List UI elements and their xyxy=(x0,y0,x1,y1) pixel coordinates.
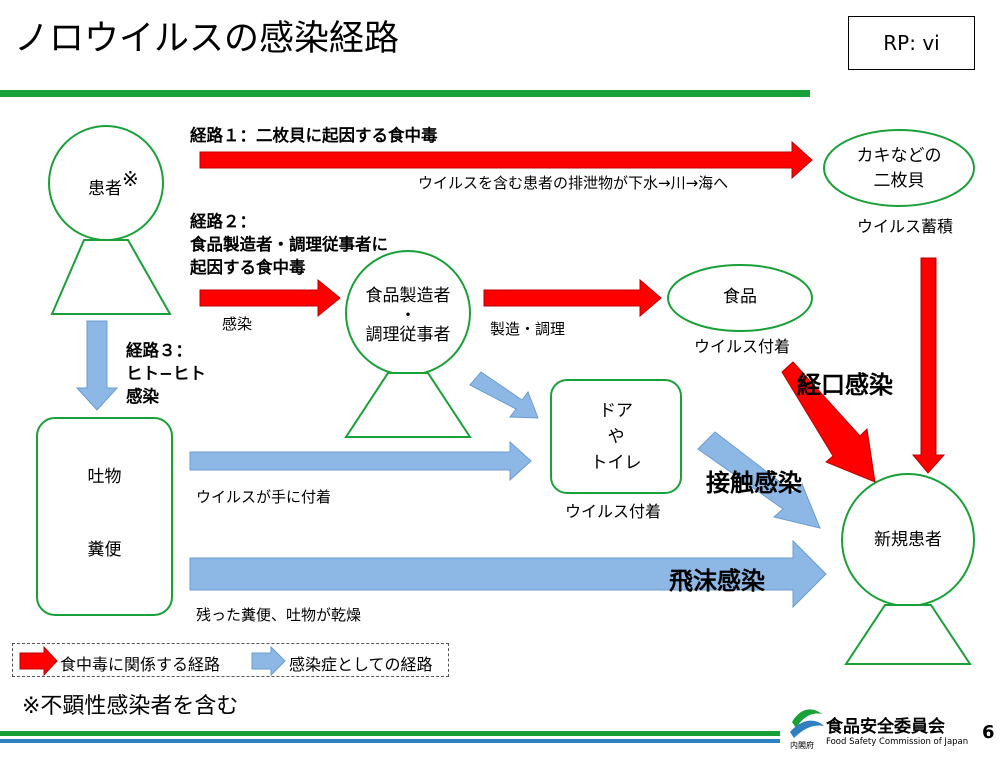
route2-line2: 食品製造者・調理従事者に xyxy=(190,235,388,254)
vomit-to-door-arrow xyxy=(189,440,532,482)
door-line1: ドア xyxy=(599,401,633,421)
door-label: ドア や トイレ xyxy=(551,398,681,476)
door-toilet-node xyxy=(550,379,682,494)
oyster-line1: カキなどの xyxy=(856,146,942,166)
patient-mark: ※ xyxy=(122,167,139,191)
worker-label: 食品製造者 ・ 調理従事者 xyxy=(346,284,470,348)
contact-infection-arrow xyxy=(697,431,821,529)
footer-blue-bar xyxy=(0,739,780,743)
food-node xyxy=(667,264,813,332)
patient-text: 患者 xyxy=(88,179,122,199)
vomit-feces-node xyxy=(36,417,173,616)
legend-blue-arrow-icon xyxy=(251,645,286,677)
fsc-logo-icon xyxy=(790,709,824,738)
vomit-label: 吐物 xyxy=(87,467,122,487)
oyster-label: カキなどの 二枚貝 xyxy=(824,144,974,194)
patient-figure xyxy=(48,125,172,315)
food-caption: ウイルス付着 xyxy=(694,337,791,356)
route2-arrow-to-food xyxy=(483,278,662,318)
legend-blue-label: 感染症としての経路 xyxy=(289,655,433,674)
worker-dot: ・ xyxy=(399,306,417,326)
new-patient-label: 新規患者 xyxy=(874,530,942,550)
route3-line2: ヒト−ヒト xyxy=(126,364,206,383)
worker-figure xyxy=(344,250,472,438)
route3-line3: 感染 xyxy=(126,387,159,406)
logo-org: 内閣府 xyxy=(790,741,814,750)
new-patient-figure xyxy=(841,473,975,665)
header-green-bar xyxy=(0,90,810,97)
route3-down-arrow xyxy=(75,320,119,411)
route2-line1: 経路２： xyxy=(190,212,256,231)
worker-line2: 調理従事者 xyxy=(365,325,451,345)
food-label: 食品 xyxy=(723,287,757,307)
oral-infection-arrow xyxy=(781,361,876,483)
infection-label: 感染 xyxy=(222,315,253,333)
oyster-node xyxy=(823,129,975,207)
dried-label: 残った糞便、吐物が乾燥 xyxy=(196,606,362,624)
route2-label: 経路２： 食品製造者・調理従事者に 起因する食中毒 xyxy=(190,210,388,279)
worker-line1: 食品製造者 xyxy=(365,286,451,306)
footnote: ※不顕性感染者を含む xyxy=(22,694,239,719)
legend-red-label: 食中毒に関係する経路 xyxy=(60,655,221,674)
feces-label: 糞便 xyxy=(87,540,122,560)
oyster-caption: ウイルス蓄積 xyxy=(857,217,954,236)
route1-label: 経路１：二枚貝に起因する食中毒 xyxy=(190,126,438,145)
droplet-infection-label: 飛沫感染 xyxy=(669,567,765,595)
route1-arrow xyxy=(199,140,813,180)
oyster-line2: 二枚貝 xyxy=(873,171,925,191)
contact-infection-label: 接触感染 xyxy=(706,469,802,497)
route3-label: 経路３： ヒト−ヒト 感染 xyxy=(126,339,206,408)
page-title: ノロウイルスの感染経路 xyxy=(14,19,400,59)
footer-green-bar xyxy=(0,731,780,736)
oral-infection-label: 経口感染 xyxy=(797,371,893,399)
hand-label: ウイルスが手に付着 xyxy=(196,488,332,506)
route3-line1: 経路３： xyxy=(126,341,192,360)
route2-line3: 起因する食中毒 xyxy=(190,258,306,277)
patient-label: 患者※ xyxy=(88,167,139,202)
legend-box xyxy=(12,643,449,677)
door-caption: ウイルス付着 xyxy=(565,502,662,521)
droplet-infection-arrow xyxy=(189,539,827,609)
rp-label-box: RP: vi xyxy=(848,16,975,70)
oyster-down-arrow xyxy=(911,257,946,474)
logo-name: 食品安全委員会 xyxy=(826,717,945,737)
page-number: 6 xyxy=(982,722,995,743)
door-line3: トイレ xyxy=(590,453,642,473)
route1-desc: ウイルスを含む患者の排泄物が下水→川→海へ xyxy=(418,174,729,192)
legend-red-arrow-icon xyxy=(19,645,58,677)
door-line2: や xyxy=(607,427,625,447)
manufacture-label: 製造・調理 xyxy=(490,320,566,338)
route2-arrow-to-worker xyxy=(199,278,341,318)
worker-to-door-arrow xyxy=(469,371,539,419)
rp-label: RP: vi xyxy=(883,31,940,55)
logo-english: Food Safety Commission of Japan xyxy=(826,737,969,747)
